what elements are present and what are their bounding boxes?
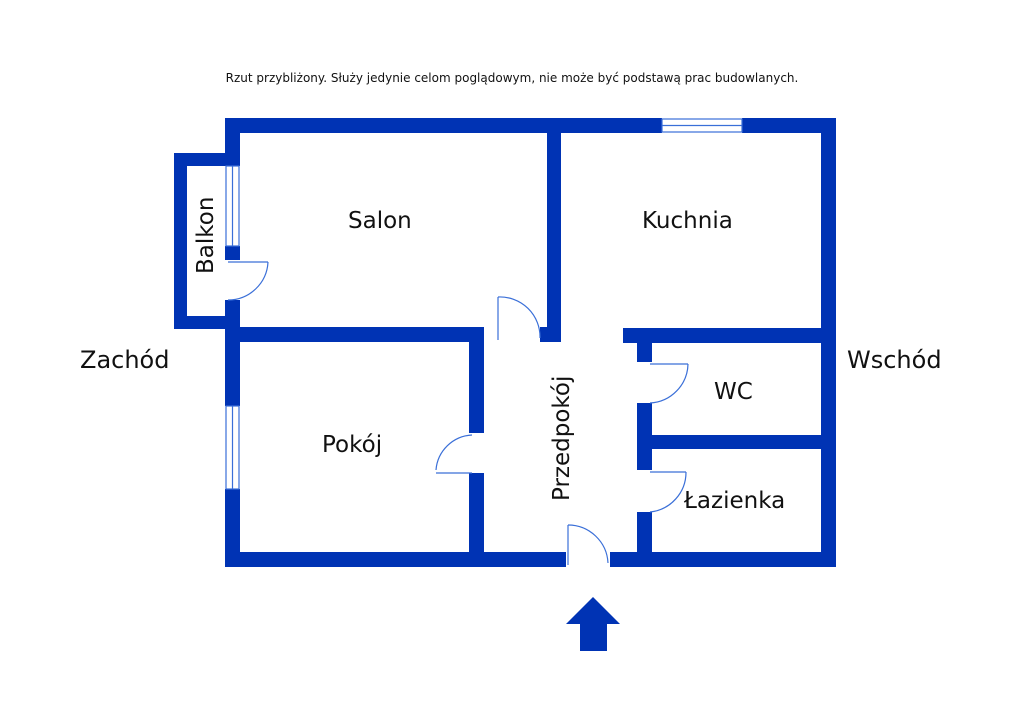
windows bbox=[225, 118, 743, 490]
direction-west-label: Zachód bbox=[80, 346, 170, 374]
room-label-lazienka: Łazienka bbox=[684, 488, 786, 514]
room-label-kuchnia: Kuchnia bbox=[642, 208, 733, 234]
room-label-przedpokoj: Przedpokój bbox=[549, 375, 575, 501]
doors bbox=[227, 261, 689, 565]
walls bbox=[174, 118, 836, 567]
direction-east-label: Wschód bbox=[847, 346, 942, 374]
room-label-pokoj: Pokój bbox=[322, 432, 383, 458]
room-label-salon: Salon bbox=[348, 208, 412, 234]
room-label-balkon: Balkon bbox=[193, 196, 219, 274]
room-label-wc: WC bbox=[714, 379, 753, 405]
up-arrow-icon bbox=[566, 597, 620, 651]
disclaimer-text: Rzut przybliżony. Służy jedynie celom po… bbox=[225, 71, 799, 85]
